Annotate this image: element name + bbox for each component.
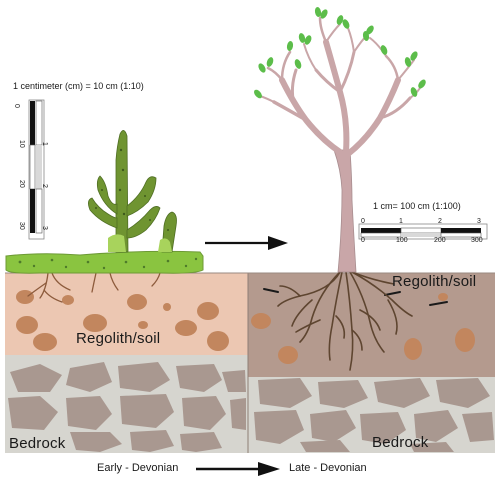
regolith-soil-label-late: Regolith/soil: [392, 273, 477, 290]
left-scale-tick-30: 30: [18, 222, 25, 230]
tree-trunk: [333, 149, 357, 273]
right-scale-tick-top-0: 0: [361, 218, 365, 225]
left-scale-tick-0: 0: [13, 104, 20, 108]
left-scale-bar: [28, 99, 45, 240]
left-scale-tick-cm-3: 3: [41, 226, 48, 230]
moss-mat: [5, 250, 204, 274]
early-plant-roots: [27, 272, 161, 303]
right-scale-tick-bottom-100: 100: [396, 237, 408, 244]
bedrock-label-early: Bedrock: [9, 435, 66, 452]
transition-arrow-top: [205, 236, 288, 250]
right-scale-tick-top-1: 1: [399, 218, 403, 225]
regolith-soil-label-early: Regolith/soil: [76, 330, 161, 347]
left-scale-tick-cm-1: 1: [41, 142, 48, 146]
timeline-arrow: [196, 462, 280, 476]
left-scale-tick-20: 20: [18, 180, 25, 188]
right-scale-caption: 1 cm= 100 cm (1:100): [373, 201, 461, 211]
bedrock-label-late: Bedrock: [372, 434, 429, 451]
tree-roots: [277, 271, 413, 371]
early-devonian-plant: [88, 130, 177, 253]
moss-specks: [18, 257, 198, 270]
right-scale-tick-bottom-0: 0: [361, 237, 365, 244]
left-scale-tick-cm-2: 2: [41, 184, 48, 188]
late-devonian-label: Late - Devonian: [289, 462, 367, 474]
right-scale-tick-top-3: 3: [477, 218, 481, 225]
left-scale-caption: 1 centimeter (cm) = 10 cm (1:10): [13, 81, 144, 91]
soil-pebbles-late: [251, 293, 475, 364]
soil-streaks-late: [263, 288, 448, 306]
right-scale-bar: [358, 223, 488, 240]
right-scale-tick-bottom-300: 300: [471, 237, 483, 244]
left-scale-tick-10: 10: [18, 140, 25, 148]
soil-pebbles-early: [16, 290, 229, 351]
early-devonian-label: Early - Devonian: [97, 462, 179, 474]
right-scale-tick-bottom-200: 200: [434, 237, 446, 244]
plant-texture: [95, 148, 169, 231]
bedrock-rocks-early: [8, 362, 246, 452]
right-scale-tick-top-2: 2: [438, 218, 442, 225]
tree-branches: [259, 16, 421, 157]
tree-leaves: [254, 7, 426, 99]
bedrock-rocks-late: [254, 378, 494, 452]
